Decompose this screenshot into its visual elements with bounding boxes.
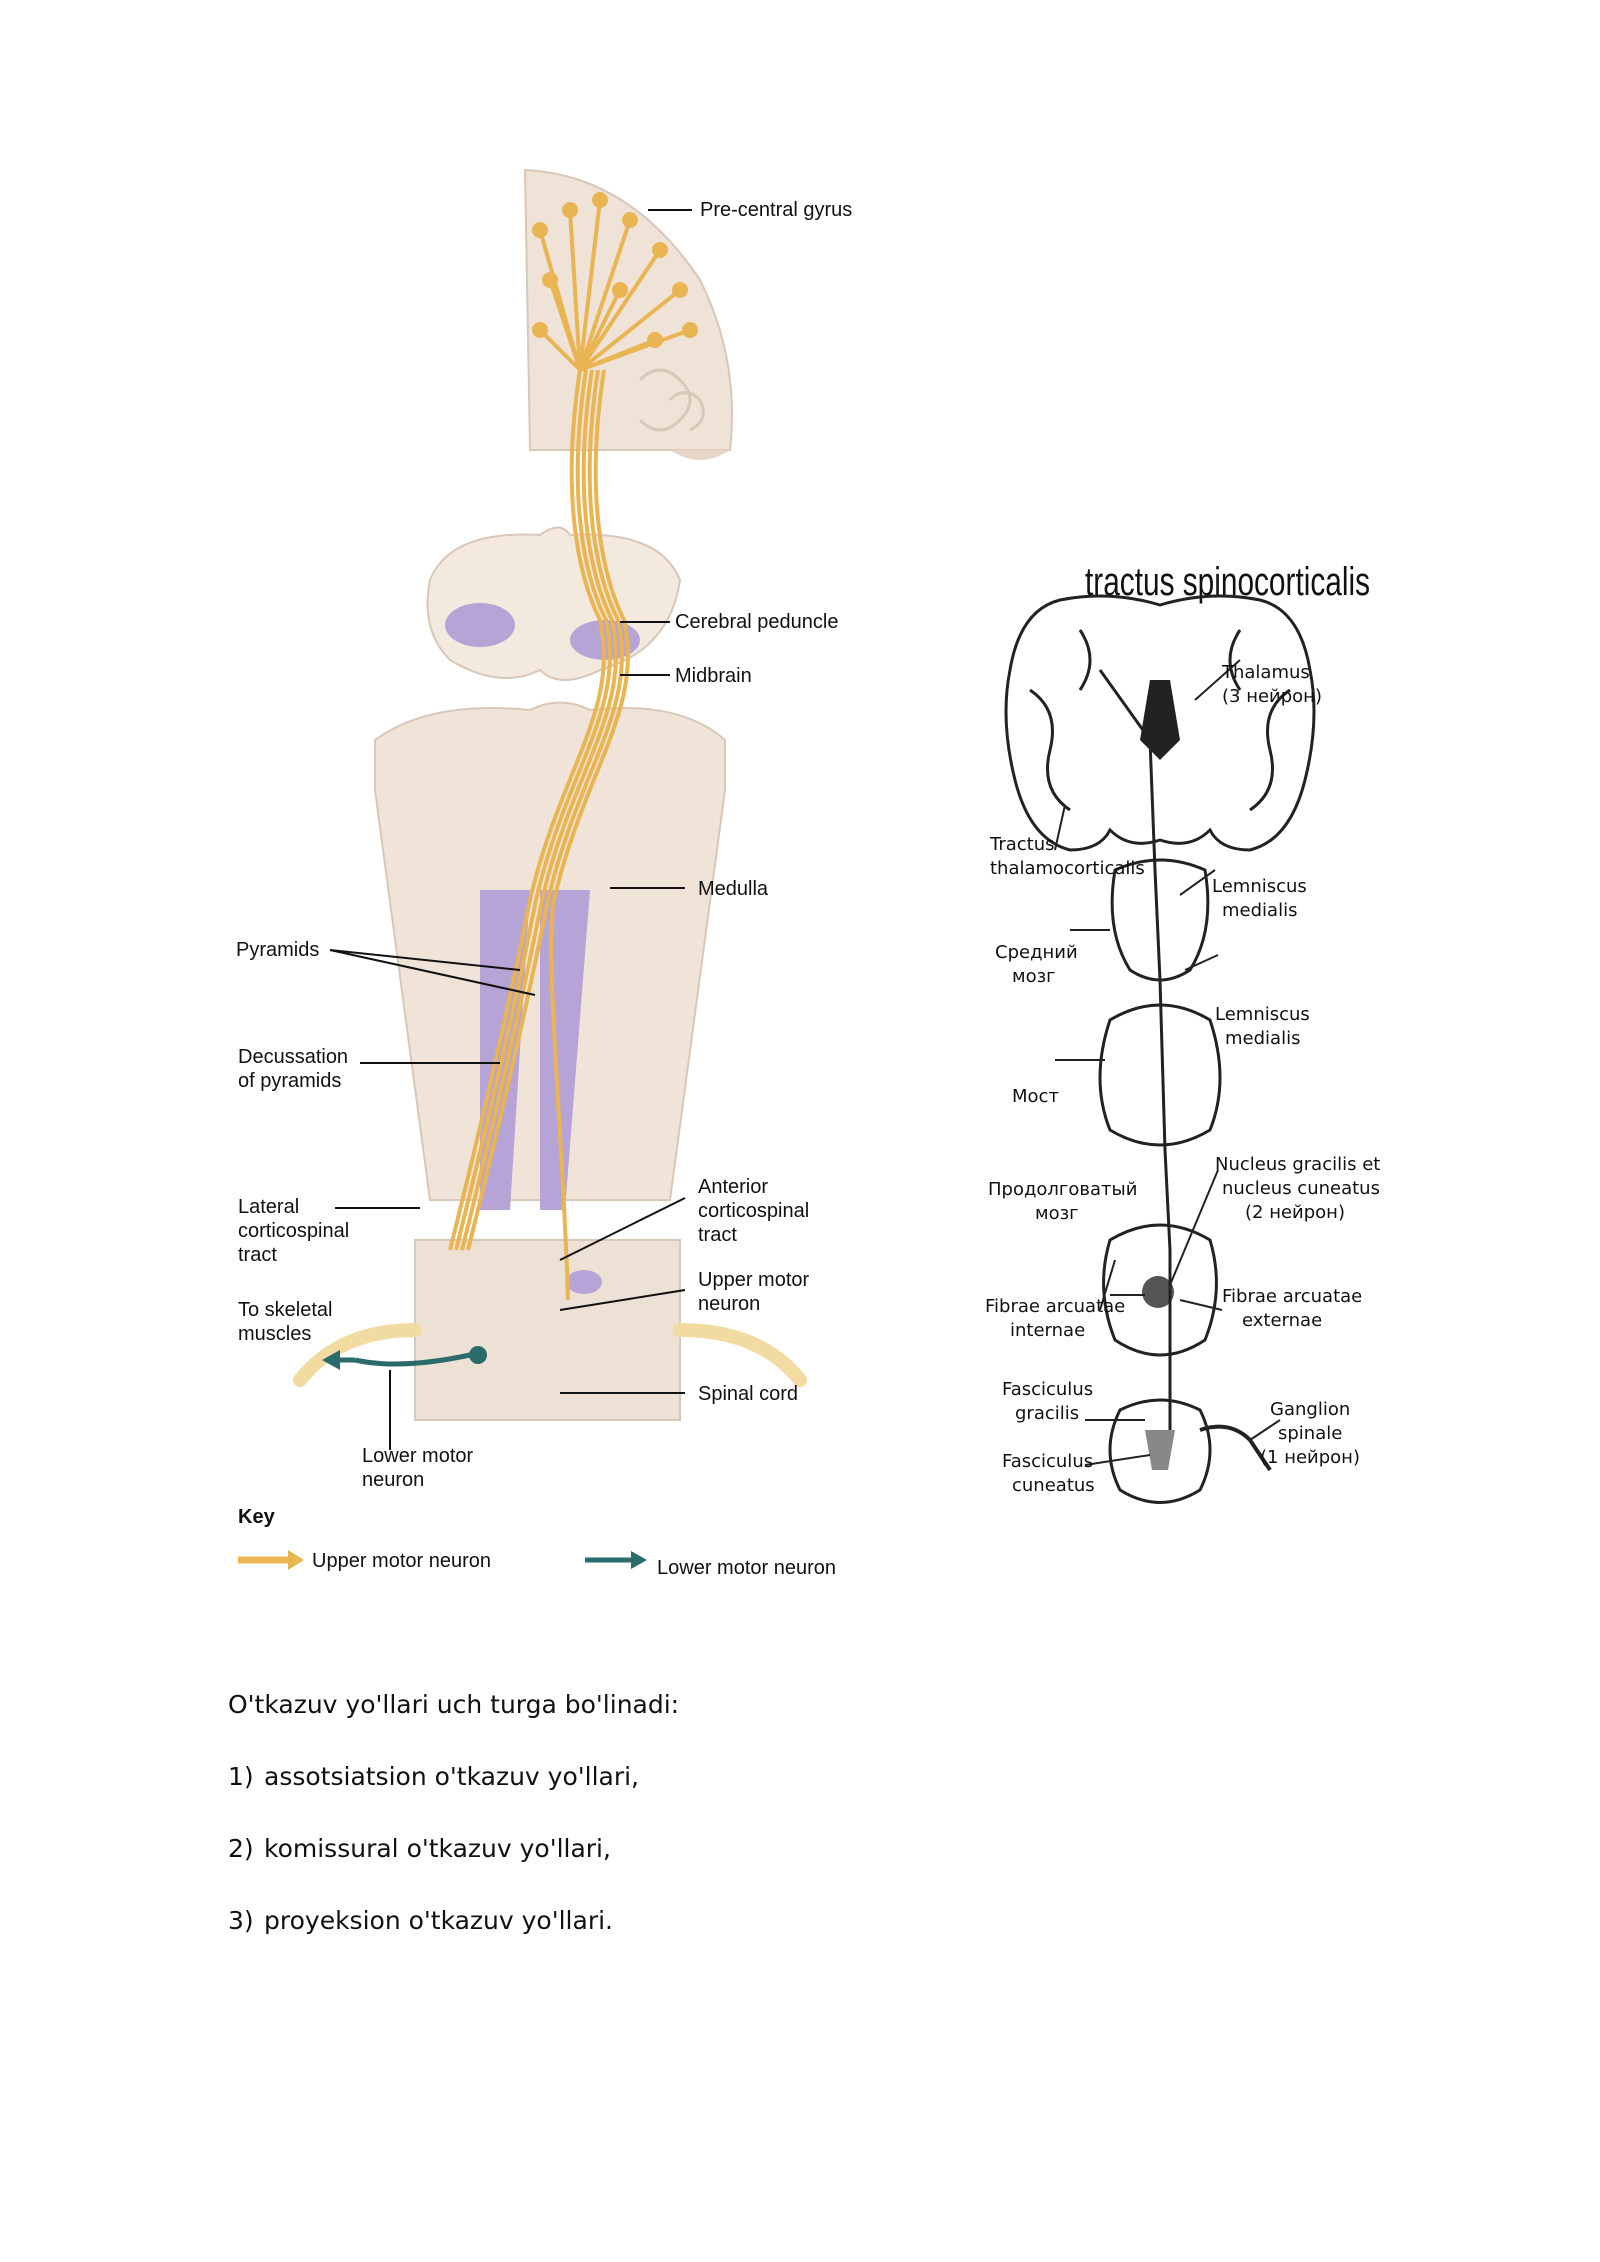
body-text: O'tkazuv yo'llari uch turga bo'linadi: 1… bbox=[228, 1690, 1378, 1978]
label-sredniy-1: Средний bbox=[995, 942, 1078, 963]
label-fibrae-internae-1: Fibrae arcuatae bbox=[985, 1296, 1125, 1317]
label-fibrae-externae-1: Fibrae arcuatae bbox=[1222, 1286, 1362, 1307]
label-anterior-3: tract bbox=[698, 1224, 737, 1246]
list-item: 2)komissural o'tkazuv yo'llari, bbox=[228, 1834, 611, 1863]
spc-leader-lines bbox=[1054, 659, 1281, 1466]
intro-paragraph: O'tkazuv yo'llari uch turga bo'linadi: bbox=[228, 1690, 680, 1719]
brain-section bbox=[1004, 594, 1316, 852]
cerebral-peduncle-left bbox=[445, 603, 515, 647]
label-decussation-2: of pyramids bbox=[238, 1070, 341, 1092]
label-pyramids: Pyramids bbox=[236, 939, 319, 961]
label-cerebral-peduncle: Cerebral peduncle bbox=[675, 611, 838, 633]
ventricle bbox=[1140, 680, 1180, 760]
upper-motor-neuron-tree bbox=[538, 199, 691, 372]
label-upper-motor-1: Upper motor bbox=[698, 1269, 809, 1291]
label-tractus-2: thalamocorticalis bbox=[990, 858, 1145, 879]
spinocortical-pathway bbox=[1098, 669, 1172, 1430]
key-title: Key bbox=[238, 1506, 276, 1528]
label-tractus-1: Tractus bbox=[989, 834, 1055, 855]
label-anterior-1: Anterior bbox=[698, 1176, 768, 1198]
key-upper-label: Upper motor neuron bbox=[312, 1550, 491, 1572]
leader-lines bbox=[329, 209, 692, 1450]
pons-section bbox=[1098, 1003, 1222, 1147]
label-lateral-1: Lateral bbox=[238, 1196, 299, 1218]
label-lemniscus-2a: Lemniscus bbox=[1215, 1004, 1310, 1025]
label-fibrae-internae-2: internae bbox=[1010, 1320, 1085, 1341]
label-most: Мост bbox=[1012, 1086, 1059, 1107]
label-fasciculus-gracilis-1: Fasciculus bbox=[1002, 1379, 1093, 1400]
midbrain-section bbox=[1110, 858, 1210, 982]
label-lower-motor-1: Lower motor bbox=[362, 1445, 473, 1467]
list-item: 3)proyeksion o'tkazuv yo'llari. bbox=[228, 1906, 613, 1935]
label-thalamus-2: (3 нейрон) bbox=[1222, 686, 1322, 707]
label-fasciculus-cuneatus-2: cuneatus bbox=[1012, 1475, 1095, 1496]
label-lateral-3: tract bbox=[238, 1244, 277, 1266]
label-ganglion-3: (1 нейрон) bbox=[1260, 1447, 1360, 1468]
label-upper-motor-2: neuron bbox=[698, 1293, 760, 1315]
list-item: 1)assotsiatsion o'tkazuv yo'llari, bbox=[228, 1762, 639, 1791]
label-fasciculus-gracilis-2: gracilis bbox=[1015, 1403, 1079, 1424]
label-thalamus-1: Thalamus bbox=[1221, 662, 1310, 683]
label-decussation-1: Decussation bbox=[238, 1046, 348, 1068]
label-fibrae-externae-2: externae bbox=[1242, 1310, 1322, 1331]
label-nucleus-2: nucleus cuneatus bbox=[1222, 1178, 1380, 1199]
label-lemniscus-1a: Lemniscus bbox=[1212, 876, 1307, 897]
label-lemniscus-2b: medialis bbox=[1225, 1028, 1300, 1049]
corticospinal-figure: Pre-central gyrus Cerebral peduncle Midb… bbox=[236, 168, 852, 1579]
label-lower-motor-2: neuron bbox=[362, 1469, 424, 1491]
lower-motor-neuron-path bbox=[354, 1352, 471, 1367]
label-prodolgovatyy-2: мозг bbox=[1035, 1203, 1079, 1224]
label-fasciculus-cuneatus-1: Fasciculus bbox=[1002, 1451, 1093, 1472]
label-prodolgovatyy-1: Продолговатый bbox=[988, 1179, 1137, 1200]
neuron-cell-bodies bbox=[532, 192, 698, 348]
label-spinal-cord: Spinal cord bbox=[698, 1383, 798, 1405]
label-ganglion-1: Ganglion bbox=[1270, 1399, 1350, 1420]
label-anterior-2: corticospinal bbox=[698, 1200, 809, 1222]
label-sredniy-2: мозг bbox=[1012, 966, 1056, 987]
label-skeletal-2: muscles bbox=[238, 1323, 311, 1345]
label-lemniscus-1b: medialis bbox=[1222, 900, 1297, 921]
label-medulla: Medulla bbox=[698, 878, 769, 900]
label-precentral-gyrus: Pre-central gyrus bbox=[700, 199, 852, 221]
key-lower-label: Lower motor neuron bbox=[657, 1557, 836, 1579]
gyrus-folds bbox=[638, 368, 705, 432]
spinal-cord-shape bbox=[414, 1239, 681, 1421]
label-lateral-2: corticospinal bbox=[238, 1220, 349, 1242]
corticospinal-tract-fibers bbox=[448, 369, 630, 1301]
midbrain-shape bbox=[426, 526, 682, 681]
label-midbrain: Midbrain bbox=[675, 665, 752, 687]
label-nucleus-1: Nucleus gracilis et bbox=[1215, 1154, 1380, 1175]
spinocortical-figure: tractus spinocorticalis bbox=[985, 560, 1380, 1504]
label-ganglion-2: spinale bbox=[1278, 1423, 1342, 1444]
label-nucleus-3: (2 нейрон) bbox=[1245, 1202, 1345, 1223]
label-skeletal-1: To skeletal bbox=[238, 1299, 333, 1321]
